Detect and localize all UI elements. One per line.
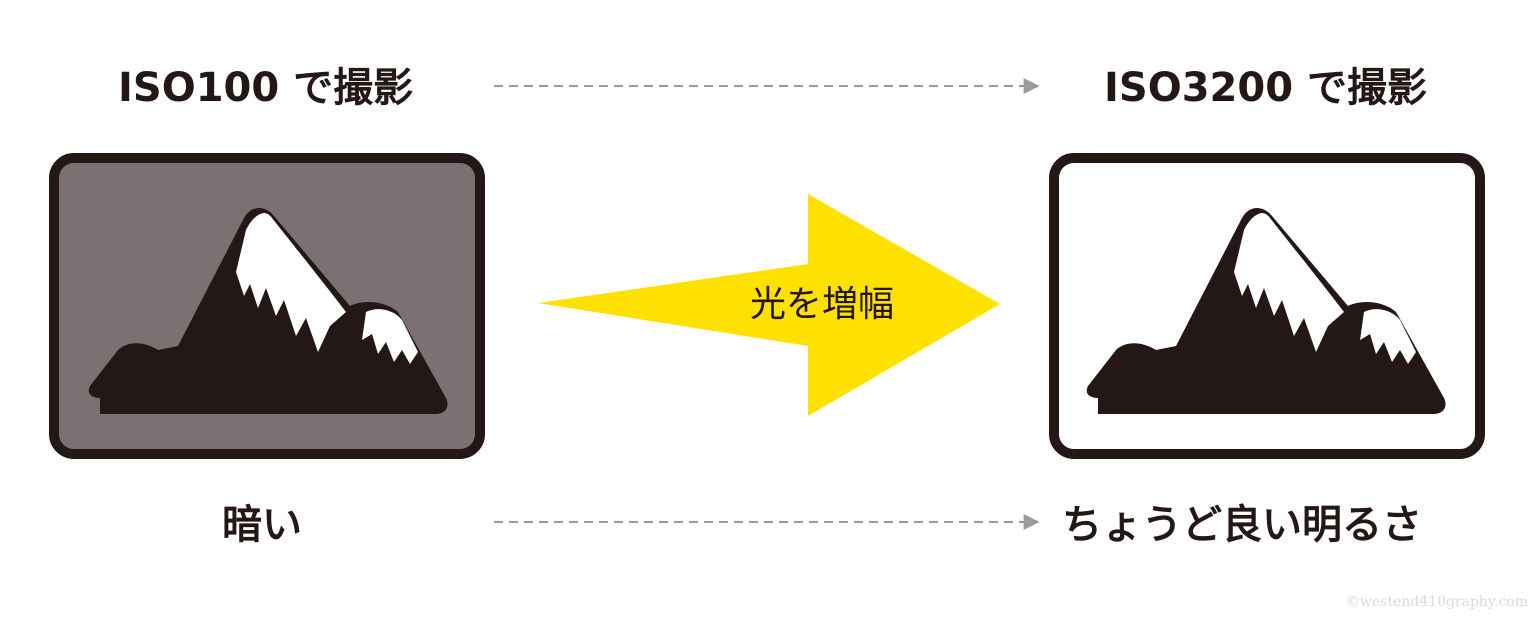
left-caption: 暗い <box>222 502 302 548</box>
amplify-arrow-label: 光を増幅 <box>750 284 894 325</box>
amplify-arrow <box>538 194 1000 416</box>
copyright-watermark: ©westend410graphy.com <box>1345 594 1528 610</box>
right-title: ISO3200 で撮影 <box>1104 65 1427 111</box>
left-title: ISO100 で撮影 <box>118 65 414 111</box>
right-caption: ちょうど良い明るさ <box>1062 502 1422 548</box>
